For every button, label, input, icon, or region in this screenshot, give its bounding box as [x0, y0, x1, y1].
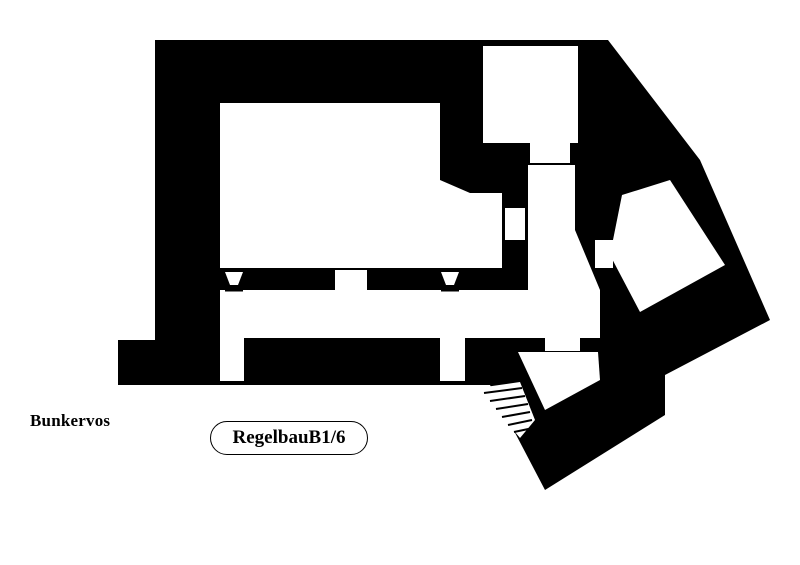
upper-right-room [483, 46, 578, 143]
stair-step [489, 395, 526, 402]
bunker-type-label: RegelbauB1/6 [210, 421, 368, 455]
stair-step [483, 387, 523, 394]
interior-spaces [220, 46, 725, 410]
chamber-door-gap [335, 270, 367, 290]
main-chamber [220, 103, 502, 268]
vertical-corridor [528, 165, 600, 338]
stairwell-room [518, 352, 600, 410]
stair-step [495, 403, 529, 410]
stair-step [507, 419, 533, 426]
niche-right [441, 272, 459, 285]
corridor-left-opening [220, 338, 244, 381]
angled-right-room [610, 180, 725, 312]
credit-label: Bunkervos [30, 411, 111, 430]
side-door-gap [505, 208, 525, 240]
staircase [478, 382, 535, 438]
niche-left [225, 272, 243, 285]
stair-landing-door [545, 333, 580, 351]
niches [225, 272, 459, 292]
corridor-mid-opening [440, 338, 465, 381]
right-door-gap [595, 240, 613, 268]
stair-step [513, 427, 534, 433]
upper-right-room-opening [530, 143, 570, 163]
stair-step [501, 411, 531, 418]
